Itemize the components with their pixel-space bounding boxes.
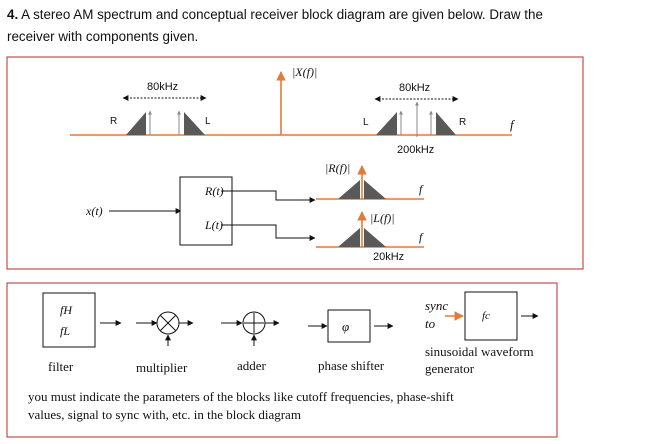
question-line-2: receiver with components given. xyxy=(7,29,199,44)
right-r-triangle xyxy=(436,112,456,135)
left-l-triangle xyxy=(184,112,205,135)
l-spectrum: |L(f)| f 20kHz xyxy=(316,211,424,263)
freq-axis-label: f xyxy=(510,117,516,132)
l-spectrum-left xyxy=(338,228,360,247)
sinusoidal-label-2: generator xyxy=(425,361,475,376)
adder-component: adder xyxy=(221,311,280,373)
sinusoidal-label-1: sinusoidal waveform xyxy=(425,344,534,359)
phase-shifter-component: φ phase shifter xyxy=(308,309,394,373)
multiplier-label: multiplier xyxy=(136,360,188,375)
left-bandwidth-label: 80kHz xyxy=(147,81,178,93)
note-line-2: values, signal to sync with, etc. in the… xyxy=(28,407,301,422)
filter-component: fH fL filter xyxy=(42,292,122,374)
receiver-block xyxy=(179,176,233,246)
left-spectrum: 80kHz R L xyxy=(110,81,211,135)
r-axis-label: f xyxy=(419,182,424,196)
filter-fh-label: fH xyxy=(60,303,73,317)
spectrum-frame xyxy=(6,56,584,270)
question-number: 4. xyxy=(7,7,19,22)
magnitude-label: |X(f)| xyxy=(292,65,317,79)
multiplier-component: multiplier xyxy=(136,311,194,375)
right-r-label: R xyxy=(459,117,466,128)
l-output-label: L(t) xyxy=(204,218,223,232)
fc-label: fc xyxy=(482,310,490,322)
carrier-label: 200kHz xyxy=(397,144,434,156)
input-signal-label: x(t) xyxy=(85,204,103,218)
phase-shifter-block xyxy=(327,309,371,343)
right-l-label: L xyxy=(363,117,369,128)
r-output-label: R(t) xyxy=(204,184,224,198)
left-r-label: R xyxy=(110,116,117,127)
r-spectrum-right xyxy=(364,180,386,199)
to-label: to xyxy=(425,316,436,331)
question-text-1: A stereo AM spectrum and conceptual rece… xyxy=(21,7,543,22)
filter-label: filter xyxy=(48,359,74,374)
phase-symbol: φ xyxy=(342,319,349,334)
components-frame xyxy=(6,282,558,438)
baseband-label: 20kHz xyxy=(373,251,404,263)
phase-shifter-label: phase shifter xyxy=(318,358,385,373)
question-line-1: 4. A stereo AM spectrum and conceptual r… xyxy=(7,7,543,22)
multiplier-cross-2 xyxy=(160,315,176,331)
sinusoidal-generator-component: sync to fc sinusoidal waveform generator xyxy=(425,291,539,376)
r-spectrum-label: |R(f)| xyxy=(325,161,350,175)
l-spectrum-right xyxy=(364,228,386,247)
right-spectrum: 80kHz L R 200kHz xyxy=(363,82,466,156)
r-output-arrow xyxy=(221,190,316,203)
right-l-triangle xyxy=(376,112,397,135)
filter-fl-label: fL xyxy=(60,324,70,338)
filter-block xyxy=(42,292,96,348)
l-axis-label: f xyxy=(419,230,424,244)
note-line-1: you must indicate the parameters of the … xyxy=(28,389,454,404)
left-l-label: L xyxy=(205,116,211,127)
sync-label: sync xyxy=(425,298,448,313)
l-spectrum-label: |L(f)| xyxy=(370,211,395,225)
l-output-arrow xyxy=(221,224,316,241)
r-spectrum: |R(f)| f xyxy=(316,161,424,200)
adder-label: adder xyxy=(237,358,267,373)
right-bandwidth-label: 80kHz xyxy=(399,82,430,94)
left-r-triangle xyxy=(126,112,146,135)
sinusoidal-generator-block xyxy=(464,291,518,341)
r-spectrum-left xyxy=(338,180,360,199)
